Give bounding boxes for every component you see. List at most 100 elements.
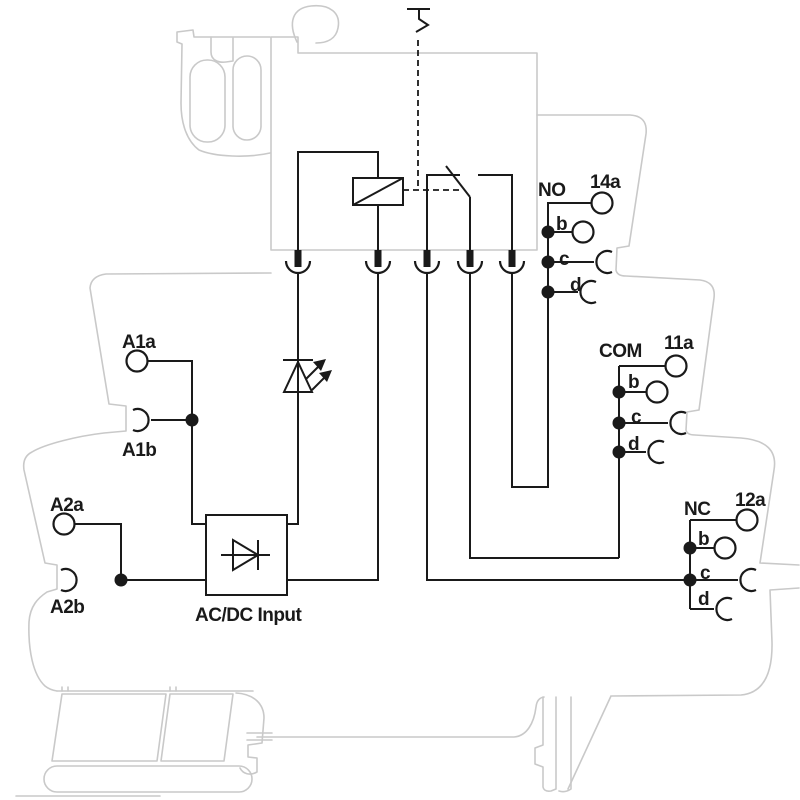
coil-top-wire (297, 151, 379, 250)
led-arrow-shaft (311, 376, 326, 391)
junction-dot (612, 385, 626, 399)
latch-outline (176, 29, 271, 157)
com-main-label: 11a (664, 333, 694, 354)
no-output-wire (511, 202, 591, 488)
com-group-label: COM (599, 341, 642, 362)
cross-connect-cup-nc-d (715, 596, 733, 622)
com-c-label: c (631, 407, 642, 428)
terminal-socket-no-b (571, 220, 595, 244)
cross-connect-cup-no-c (595, 249, 613, 275)
led-arrow-head (319, 370, 332, 382)
nc-terminal-group: NC 12a b c d (683, 490, 767, 622)
din-rail-profile-inner (558, 696, 572, 793)
led-indicator (282, 273, 332, 525)
a2-input-group: A2a A2b (50, 495, 206, 618)
a1b-label: A1b (122, 440, 156, 461)
nc-c-label: c (700, 563, 711, 584)
com-d-label: d (628, 434, 639, 455)
no-main-label: 14a (590, 172, 621, 193)
foot-skid (43, 765, 253, 793)
cross-connect-cup-a2b (60, 567, 78, 593)
lever-tip-curl (291, 4, 340, 44)
nc-d-label: d (698, 589, 709, 610)
din-rail-top-edge (256, 696, 545, 738)
latch-slot-2 (232, 55, 262, 141)
terminal-socket-nc-b (713, 536, 737, 560)
nc-fixed-contact (426, 174, 460, 250)
no-group-label: NO (538, 180, 566, 201)
no-terminal-group: NO 14a b c d (538, 172, 622, 305)
com-terminal-group: COM 11a b c d (599, 333, 695, 558)
foot-panel-1 (51, 693, 167, 762)
junction-dot (683, 573, 697, 587)
terminal-pin (374, 250, 382, 267)
a2-wire (75, 523, 206, 581)
nc-group-label: NC (684, 499, 711, 520)
diode-triangle (232, 538, 260, 572)
a2b-label: A2b (50, 597, 84, 618)
junction-dot (541, 255, 555, 269)
contact-lever (445, 165, 471, 198)
foot-ticks (61, 686, 177, 692)
nc-b-label: b (698, 529, 709, 550)
junction-dot (612, 445, 626, 459)
no-b-label: b (556, 214, 567, 235)
led-arrow-head (313, 359, 326, 371)
rectifier-label: AC/DC Input (195, 605, 303, 626)
terminal-socket-com-b (645, 380, 669, 404)
junction-dot (683, 541, 697, 555)
com-b-label: b (628, 372, 639, 393)
junction-dot (114, 573, 128, 587)
housing-right-foot-edge (567, 695, 612, 790)
rectifier-box (205, 514, 288, 596)
terminal-pin (294, 250, 302, 267)
terminal-socket-a2a (52, 512, 76, 536)
relay-compartment-outline (270, 36, 538, 251)
latch-slot-1 (189, 59, 226, 143)
coil-diagonal (352, 177, 404, 206)
terminal-socket-12a (735, 508, 759, 532)
junction-dot (541, 285, 555, 299)
junction-dot (185, 413, 199, 427)
changeover-contact (426, 165, 513, 250)
cross-connect-cup-nc-c (739, 567, 757, 593)
housing-left-tiers (22, 272, 272, 692)
nc-main-label: 12a (735, 490, 766, 511)
terminal-socket-a1a (125, 349, 149, 373)
cross-connect-cup-a1b (132, 407, 150, 433)
actuator-zigzag (415, 9, 430, 33)
terminal-socket-14a (590, 191, 614, 215)
led-triangle (282, 359, 314, 393)
cross-connect-cup-no-d (579, 279, 597, 305)
junction-dot (612, 416, 626, 430)
junction-dot (541, 225, 555, 239)
rectifier-block: AC/DC Input (195, 514, 303, 626)
com-output-wire (469, 273, 619, 559)
nc-bus (689, 519, 736, 609)
cross-connect-cup-com-d (647, 439, 665, 465)
a2a-label: A2a (50, 495, 84, 516)
rail-clip-mark (246, 732, 273, 741)
coil-return-wire (287, 273, 379, 581)
a1a-label: A1a (122, 332, 156, 353)
latch-hook (210, 36, 234, 63)
din-rail-profile (534, 696, 557, 792)
actuator-dashed-link (403, 40, 462, 191)
circuit: AC/DC Input A1a A1b A2a A2b NO 1 (50, 8, 767, 626)
terminal-pin (466, 250, 474, 267)
no-c-label: c (559, 249, 570, 270)
nc-output-wire (426, 273, 690, 581)
led-wire (287, 273, 299, 525)
terminal-pin (423, 250, 431, 267)
test-actuator (403, 8, 462, 191)
housing-right-tiers (536, 114, 800, 697)
plug-terminals (284, 250, 526, 275)
terminal-pin (508, 250, 516, 267)
foot-rail-catch (235, 692, 265, 775)
foot-panel-2 (160, 693, 234, 762)
led-arrow-shaft (305, 365, 320, 380)
no-fixed-contact (478, 174, 513, 250)
a1-wire (148, 360, 206, 525)
